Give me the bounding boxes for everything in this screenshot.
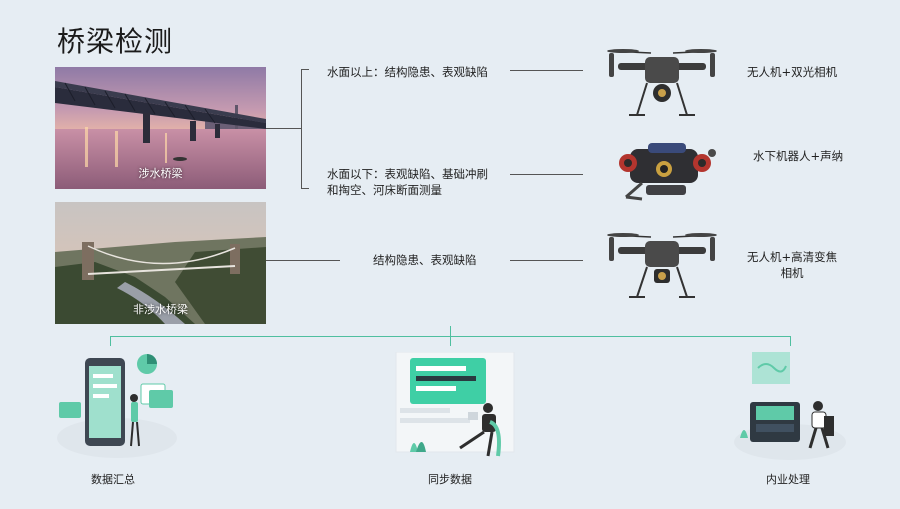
- drone-zoom-label-line-2: 相机: [780, 266, 804, 280]
- bracket-top-line: [301, 69, 309, 70]
- data-summary-label: 数据汇总: [91, 473, 135, 486]
- office-processing-label: 内业处理: [766, 473, 810, 486]
- drone-icon: [603, 43, 721, 118]
- underwater-robot-label: 水下机器人+声纳: [753, 149, 844, 163]
- data-summary-icon: [55, 350, 180, 460]
- bracket-bottom-line: [301, 188, 309, 189]
- workflow-drop-line: [790, 336, 791, 346]
- workflow-drop-line: [110, 336, 111, 346]
- workflow-drop-line: [450, 336, 451, 346]
- connector-line: [266, 128, 301, 129]
- drone-zoom-label-line-1: 无人机+高清变焦: [747, 250, 838, 264]
- page-title: 桥梁检测: [57, 25, 174, 58]
- drone-zoom-camera-label: 无人机+高清变焦 相机: [747, 249, 837, 281]
- bracket-line: [301, 69, 302, 188]
- underwater-robot-icon: [612, 139, 720, 205]
- below-water-line-2: 和掏空、河床断面测量: [327, 183, 442, 197]
- connector-line: [510, 174, 583, 175]
- below-water-line-1: 水面以下：表观缺陷、基础冲刷: [327, 167, 488, 181]
- connector-line: [266, 260, 340, 261]
- connector-line: [510, 260, 583, 261]
- drone-icon: [603, 227, 721, 302]
- above-water-inspection: 水面以上：结构隐患、表观缺陷: [327, 65, 488, 79]
- non-water-inspection: 结构隐患、表观缺陷: [373, 253, 477, 267]
- drone-dual-camera-label: 无人机+双光相机: [747, 65, 838, 79]
- workflow-trunk-line: [450, 326, 451, 336]
- connector-line: [510, 70, 583, 71]
- water-bridge-caption: 涉水桥梁: [138, 167, 183, 180]
- office-processing-icon: [730, 346, 850, 462]
- sync-data-label: 同步数据: [428, 473, 472, 486]
- non-water-bridge-photo: 非涉水桥梁: [55, 202, 266, 324]
- sync-data-icon: [390, 352, 520, 464]
- below-water-inspection: 水面以下：表观缺陷、基础冲刷 和掏空、河床断面测量: [327, 166, 488, 198]
- non-water-bridge-caption: 非涉水桥梁: [133, 303, 188, 316]
- water-bridge-photo: 涉水桥梁: [55, 67, 266, 189]
